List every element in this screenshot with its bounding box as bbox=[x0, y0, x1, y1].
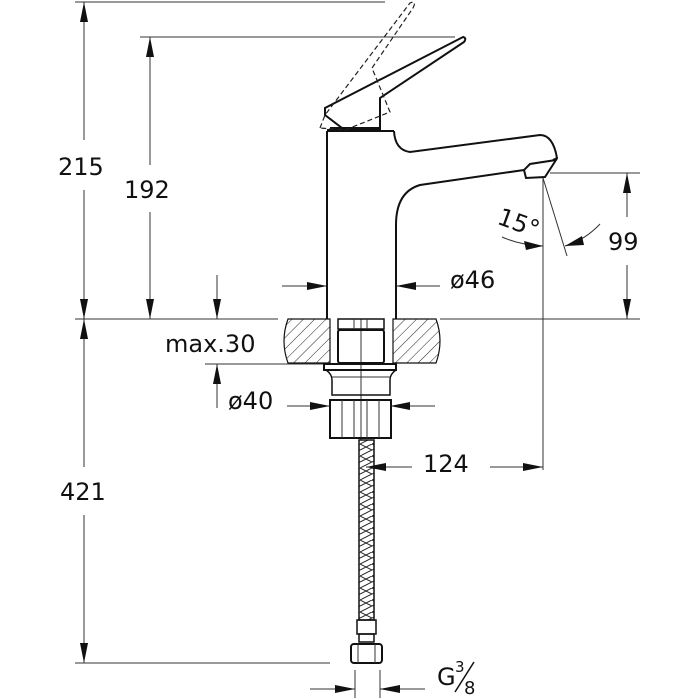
countertop-section bbox=[283, 318, 441, 364]
dimension-spout-reach: 124 bbox=[366, 450, 543, 478]
dimension-nut-diameter: ø40 bbox=[228, 387, 435, 415]
thread-numerator: 3 bbox=[455, 658, 465, 676]
thread-denominator: 8 bbox=[464, 678, 475, 699]
faucet-body bbox=[326, 130, 559, 319]
lever-height-label: 192 bbox=[124, 176, 170, 204]
thread-g-label: G bbox=[437, 663, 456, 691]
faucet-lever bbox=[324, 35, 467, 131]
spout-reach-label: 124 bbox=[423, 450, 469, 478]
dimension-hose-length: 421 bbox=[60, 319, 106, 663]
hose-length-label: 421 bbox=[60, 478, 106, 506]
dimension-connection-thread: G 3 8 bbox=[310, 658, 475, 699]
spout-angle-label: 15° bbox=[494, 203, 544, 244]
dimension-spout-height: 99 bbox=[608, 173, 639, 319]
extension-lines bbox=[75, 1, 640, 698]
dimension-total-height: 215 bbox=[58, 2, 104, 319]
dimension-max-thickness: max.30 bbox=[165, 275, 255, 408]
dimension-spout-angle: 15° bbox=[494, 177, 601, 257]
spout-height-label: 99 bbox=[608, 228, 639, 256]
max-thickness-label: max.30 bbox=[165, 330, 255, 358]
nut-diameter-label: ø40 bbox=[228, 387, 273, 415]
dimension-body-diameter: ø46 bbox=[282, 266, 495, 294]
flexible-hose bbox=[350, 439, 383, 664]
mounting-shank bbox=[323, 318, 397, 439]
faucet-lever-alt-position bbox=[319, 1, 416, 131]
dimension-lever-height: 192 bbox=[124, 37, 170, 319]
body-diameter-label: ø46 bbox=[450, 266, 495, 294]
total-height-label: 215 bbox=[58, 153, 104, 181]
